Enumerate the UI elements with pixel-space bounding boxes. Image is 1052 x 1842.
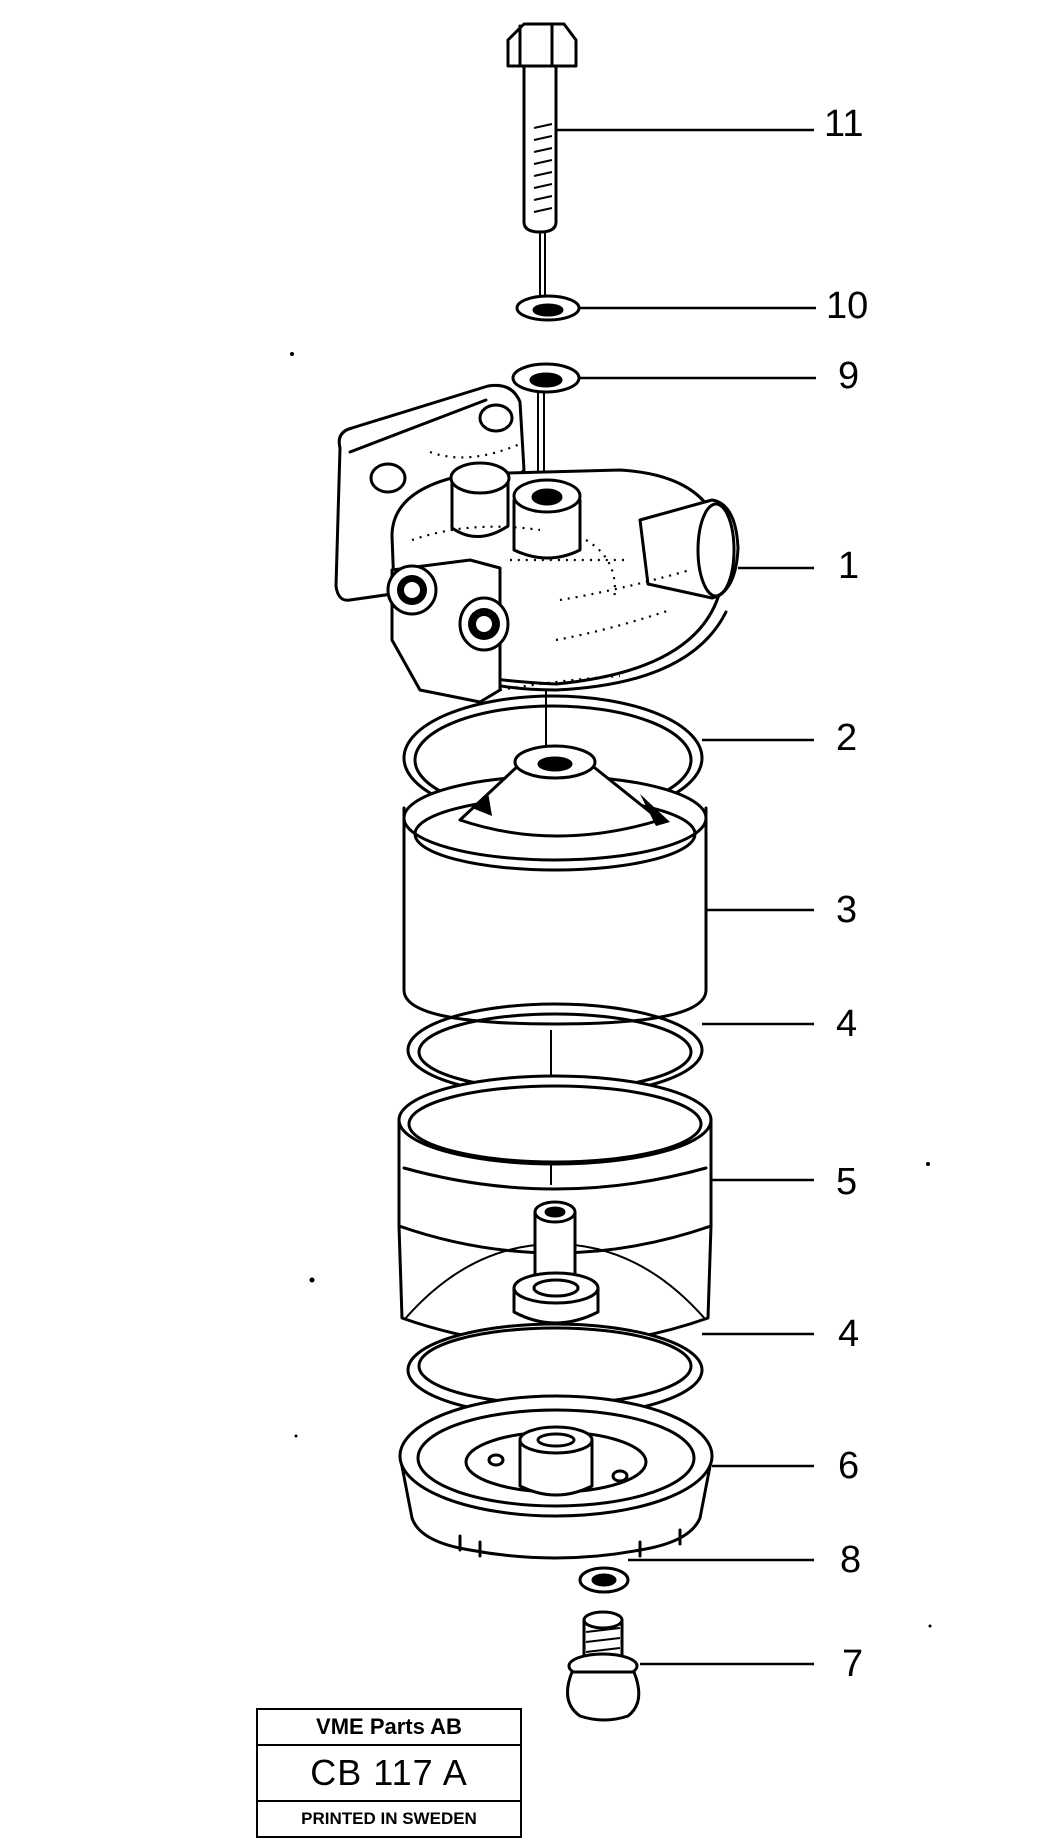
part-8-washer	[578, 1566, 630, 1594]
callout-3: 3	[836, 889, 857, 931]
scan-specks	[290, 352, 932, 1628]
part-11-bolt	[506, 22, 578, 234]
part-5-filter-bowl	[397, 1074, 713, 1347]
company-name: VME Parts AB	[258, 1710, 520, 1746]
callout-1: 1	[838, 545, 859, 587]
printed-note: PRINTED IN SWEDEN	[301, 1809, 477, 1828]
callout-4-lower: 4	[838, 1313, 859, 1355]
part-10-washer	[515, 294, 581, 322]
part-7-drain-plug	[566, 1610, 641, 1722]
callout-6: 6	[838, 1445, 859, 1487]
callouts: 11 10 9 1 2 3 4 5 4 6 8 7	[824, 103, 868, 1685]
callout-11: 11	[824, 103, 863, 145]
callout-5: 5	[836, 1161, 857, 1203]
part-6-base-cover	[398, 1394, 714, 1560]
callout-10: 10	[826, 285, 868, 327]
callout-7: 7	[842, 1643, 863, 1685]
part-3-filter-element	[402, 744, 708, 1026]
part-9-washer	[511, 362, 581, 394]
callout-8: 8	[840, 1539, 861, 1581]
leader-lines	[556, 128, 816, 1666]
part-1-filter-head	[334, 383, 740, 704]
callout-4-upper: 4	[836, 1003, 857, 1045]
callout-9: 9	[838, 355, 859, 397]
title-block: VME Parts AB CB 117 A PRINTED IN SWEDEN	[256, 1708, 522, 1838]
drawing-code: CB 117 A	[258, 1746, 520, 1802]
callout-2: 2	[836, 717, 857, 759]
